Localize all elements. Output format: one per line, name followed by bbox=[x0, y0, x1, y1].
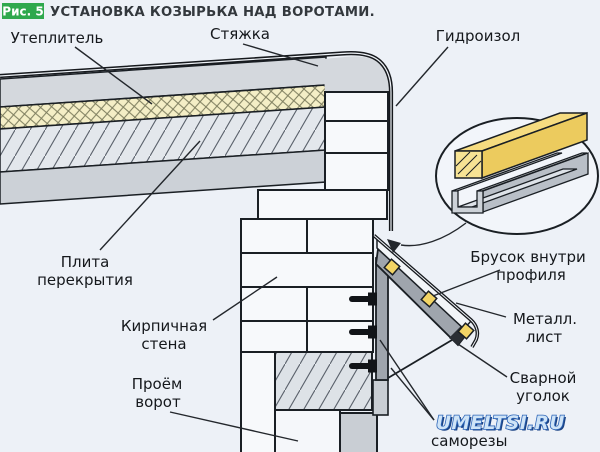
lintel bbox=[274, 351, 373, 411]
label-svarnoy-line1: Сварной bbox=[510, 369, 577, 387]
label-gidroizol: Гидроизол bbox=[436, 27, 520, 45]
label-samorezy: саморезы bbox=[431, 432, 508, 450]
angle-lower-stub bbox=[372, 379, 389, 416]
label-svarnoy-line2: уголок bbox=[516, 387, 570, 405]
profile-bar-section-1 bbox=[383, 258, 401, 276]
label-brusok-line2: профиля bbox=[496, 266, 566, 284]
anchor-screws bbox=[349, 292, 377, 373]
detail-arrow-head bbox=[387, 239, 401, 253]
watermark-logo: UMELTSI.RU UMELTSI.RU bbox=[435, 412, 567, 436]
label-plita-line2: перекрытия bbox=[37, 271, 133, 289]
detail-arrow-curve bbox=[400, 222, 467, 247]
label-proyom-line1: Проём bbox=[132, 375, 183, 393]
angle-brace-line bbox=[387, 339, 453, 379]
svg-text:UMELTSI.RU: UMELTSI.RU bbox=[436, 413, 565, 434]
figure-badge-label: Рис. 5 bbox=[2, 5, 43, 19]
figure-title: УСТАНОВКА КОЗЫРЬКА НАД ВОРОТАМИ. bbox=[50, 5, 375, 20]
label-kirpich-line1: Кирпичная bbox=[121, 317, 207, 335]
wood-bar-3d bbox=[454, 111, 588, 180]
leader-lines bbox=[74, 43, 508, 442]
welded-angle-vertical-plate bbox=[375, 257, 389, 381]
label-plita-line1: Плита bbox=[61, 253, 110, 271]
parapet-cap bbox=[323, 56, 391, 92]
label-brusok-line1: Брусок внутри bbox=[470, 248, 585, 266]
profile-bar-section-3 bbox=[457, 322, 475, 340]
label-styazhka: Стяжка bbox=[210, 25, 270, 43]
metal-sheet-gap bbox=[373, 235, 478, 348]
svg-text:UMELTSI.RU: UMELTSI.RU bbox=[438, 415, 567, 436]
gate-frame-strip bbox=[339, 412, 378, 452]
label-uteplitel: Утеплитель bbox=[11, 29, 104, 47]
label-kirpich-line2: стена bbox=[141, 335, 186, 353]
label-proyom-line2: ворот bbox=[135, 393, 181, 411]
label-metall-line2: лист bbox=[526, 328, 563, 346]
figure-badge bbox=[2, 3, 44, 19]
metal-profile-3d bbox=[451, 152, 589, 214]
hydroisol-membrane-gap bbox=[0, 52, 392, 231]
gate-opening bbox=[274, 409, 341, 452]
profile-bar-section-2 bbox=[420, 290, 438, 308]
label-metall-line1: Металл. bbox=[513, 310, 577, 328]
parapet-bricks bbox=[324, 91, 389, 191]
